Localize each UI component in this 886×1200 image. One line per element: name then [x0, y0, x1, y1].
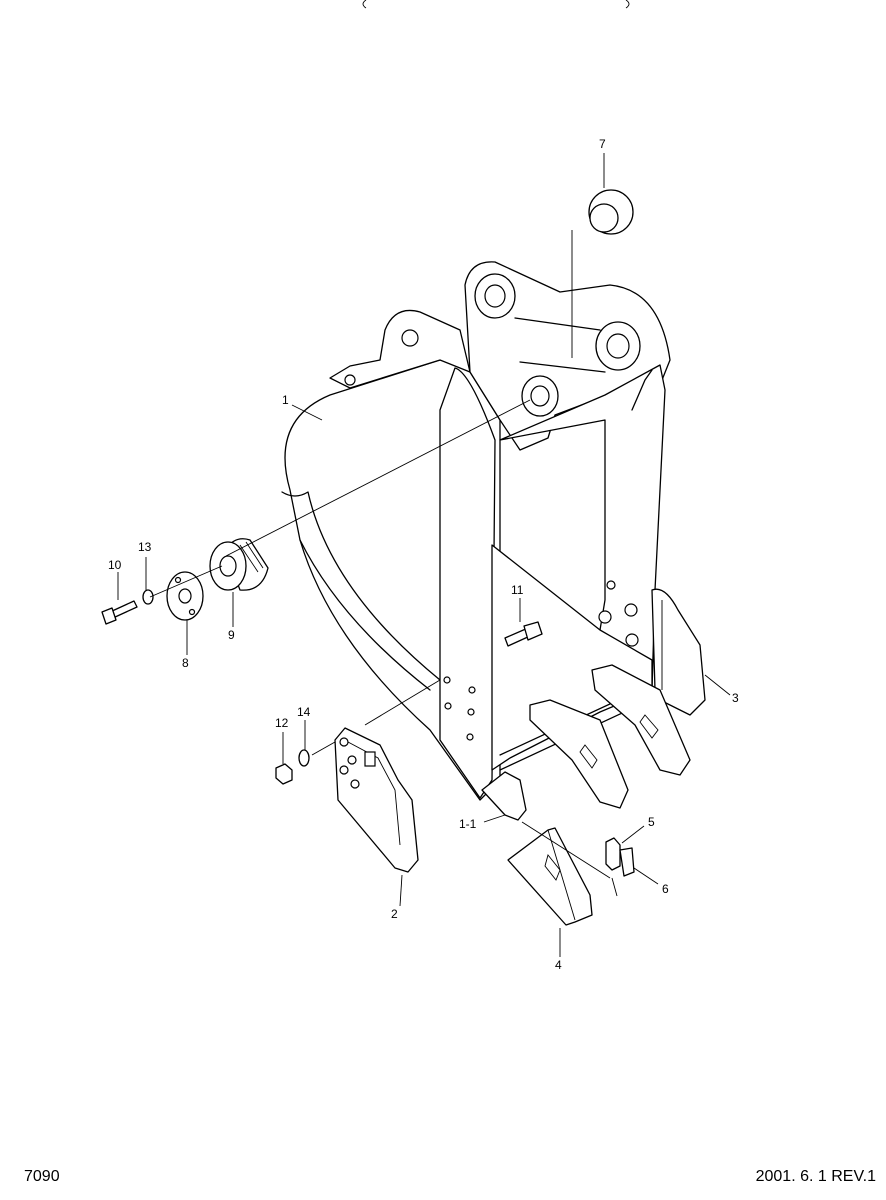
callout-labels: 1 1-1 2 3 4 5 6 7 8 9 10 11 12 13 14 [108, 137, 739, 972]
label-5: 5 [648, 815, 655, 829]
label-3: 3 [732, 691, 739, 705]
label-11: 11 [511, 583, 524, 597]
tooth-assembly [507, 821, 635, 926]
bolt-11 [504, 621, 543, 647]
label-7: 7 [599, 137, 606, 151]
bucket-body [281, 261, 706, 801]
label-14: 14 [297, 705, 311, 719]
pin-assembly [101, 399, 531, 625]
header-fragment [362, 0, 630, 9]
label-1: 1 [282, 393, 289, 407]
label-9: 9 [228, 628, 235, 642]
leader-lines [117, 153, 731, 957]
bushing [571, 189, 634, 358]
label-13: 13 [138, 540, 152, 554]
label-12: 12 [275, 716, 289, 730]
revision-date: 2001. 6. 1 REV.1 [755, 1168, 876, 1185]
label-1-1: 1-1 [459, 817, 477, 831]
label-2: 2 [391, 907, 398, 921]
bucket-teeth [481, 664, 691, 821]
sheet-number: 7090 [24, 1168, 60, 1185]
label-8: 8 [182, 656, 189, 670]
label-4: 4 [555, 958, 562, 972]
label-6: 6 [662, 882, 669, 896]
side-cutter-assembly [275, 679, 441, 873]
label-10: 10 [108, 558, 122, 572]
